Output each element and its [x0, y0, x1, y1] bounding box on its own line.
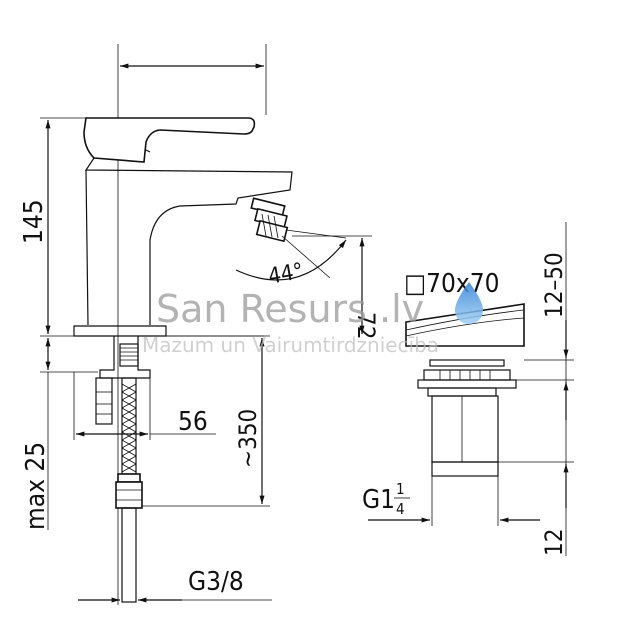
clamp-range-label: 12–50	[540, 252, 568, 318]
mounting-section-view: □70x70 12–50 12 G1 1 4	[362, 222, 574, 556]
faucet-body-front	[85, 169, 89, 326]
watermark: San Resurs .lv Mazum un Vairumtirdzniecī…	[142, 282, 483, 357]
thread-g38-label: G3/8	[188, 567, 244, 597]
angle-arc	[235, 239, 347, 281]
lever-handle	[83, 117, 256, 163]
outlet-ring	[431, 461, 499, 477]
watermark-tagline: Mazum un Vairumtirdzniecība	[142, 333, 439, 357]
height-72-label: 72	[352, 312, 380, 339]
square-70x70-label: □70x70	[404, 269, 499, 299]
bottom-12-label: 12	[540, 529, 568, 556]
water-drop-icon	[455, 282, 483, 324]
thread-fraction-num: 1	[396, 480, 405, 498]
angle-ref-line-2	[281, 235, 331, 279]
threaded-stud	[119, 343, 139, 367]
faucet-side-view: 44° 72 145	[19, 44, 380, 605]
gasket	[427, 387, 497, 397]
max-25-label: max 25	[21, 442, 51, 530]
hose-350-label: ~350	[234, 409, 262, 468]
thread-g1-label: G1	[362, 485, 395, 515]
flange	[423, 369, 511, 381]
watermark-brand: San Resurs .lv	[156, 287, 424, 331]
body-sleeve	[431, 395, 499, 463]
angle-ref-line	[285, 229, 347, 239]
base-56-label: 56	[178, 407, 208, 437]
handle-joint	[145, 149, 151, 153]
braided-hose	[115, 377, 143, 603]
faucet-body-outline	[84, 157, 293, 325]
bidet-nozzle	[250, 197, 289, 243]
supply-stud	[95, 377, 113, 425]
flange-lower	[417, 379, 517, 389]
washer	[429, 359, 505, 367]
cap-line	[405, 317, 525, 337]
angle-label: 44°	[266, 259, 305, 290]
thread-fraction-den: 4	[396, 500, 405, 518]
height-145-label: 145	[19, 199, 49, 244]
